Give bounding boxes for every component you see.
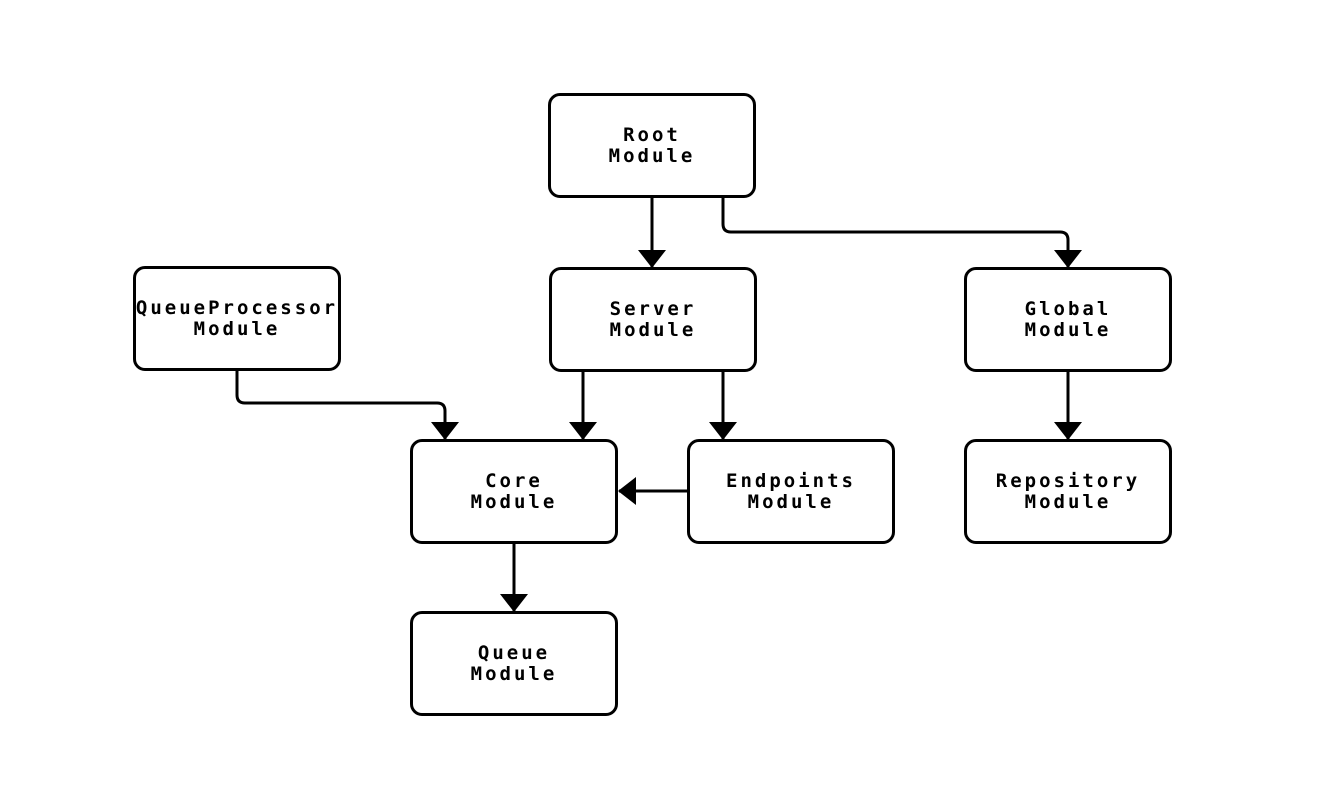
node-root-label-line2: Module xyxy=(608,144,696,167)
edge-queueprocessor-to-core xyxy=(235,371,459,440)
node-queueprocessor-label-line1: QueueProcessor xyxy=(135,296,339,319)
node-endpoints-module: Endpoints Module xyxy=(687,439,895,544)
node-repository-label-line2: Module xyxy=(1024,490,1112,513)
edge-root-to-global xyxy=(721,198,1082,268)
node-core-module: Core Module xyxy=(410,439,618,544)
node-queue-label-line1: Queue xyxy=(477,641,551,664)
node-queue-module: Queue Module xyxy=(410,611,618,716)
node-queueprocessor-label-line2: Module xyxy=(193,317,281,340)
node-queueprocessor-module: QueueProcessor Module xyxy=(133,266,341,371)
node-global-label-line2: Module xyxy=(1024,318,1112,341)
node-server-label-line2: Module xyxy=(609,318,697,341)
node-endpoints-label-line2: Module xyxy=(747,490,835,513)
node-server-label-line1: Server xyxy=(609,297,697,320)
node-core-label-line1: Core xyxy=(485,469,543,492)
node-core-label-line2: Module xyxy=(470,490,558,513)
node-repository-module: Repository Module xyxy=(964,439,1172,544)
node-server-module: Server Module xyxy=(549,267,757,372)
node-global-module: Global Module xyxy=(964,267,1172,372)
node-repository-label-line1: Repository xyxy=(995,469,1141,492)
node-root-module: Root Module xyxy=(548,93,756,198)
node-endpoints-label-line1: Endpoints xyxy=(726,469,856,492)
node-global-label-line1: Global xyxy=(1024,297,1112,320)
node-queue-label-line2: Module xyxy=(470,662,558,685)
node-root-label-line1: Root xyxy=(623,123,681,146)
